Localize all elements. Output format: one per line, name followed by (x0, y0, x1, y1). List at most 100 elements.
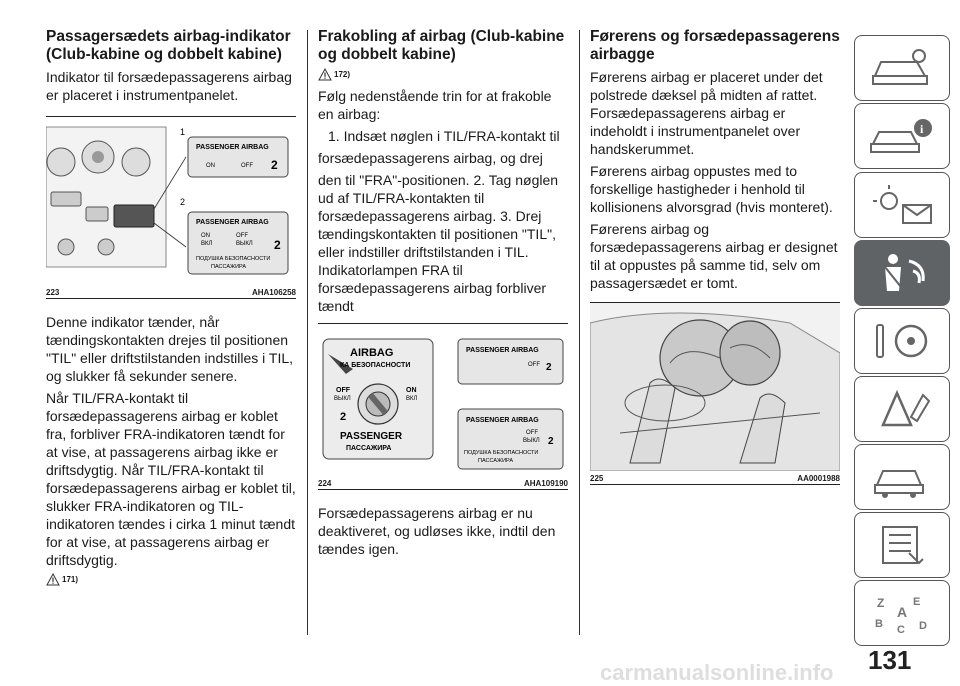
section-heading: Frakobling af airbag (Club-kabine og dob… (318, 28, 565, 63)
tab-car-dashboard[interactable] (854, 35, 950, 101)
tab-car-service[interactable] (854, 444, 950, 510)
switch-on: ON (406, 387, 417, 394)
svg-text:Z: Z (877, 596, 884, 610)
warning-triangle-icon (881, 389, 931, 427)
figure-caption: 223 AHA106258 (46, 285, 296, 298)
body-paragraph-1: Førerens airbag er placeret under det po… (590, 69, 823, 157)
column-separator-2 (579, 30, 580, 635)
car-info-icon: i (870, 119, 932, 153)
warning-triangle-icon (46, 573, 60, 586)
switch-off-ru: ВЫКЛ (334, 396, 351, 402)
body-paragraph-2: Førerens airbag oppustes med to forskell… (590, 163, 833, 215)
figure-illustration: AIRBAG КА БЕЗОПАСНОСТИ OFF ВЫКЛ ON ВКЛ 2… (318, 324, 568, 476)
figure-223: PASSENGER AIRBAG ON OFF 2 PASSENGER AIRB… (46, 116, 296, 299)
switch-off: OFF (336, 387, 351, 394)
alphabet-index-icon: Z E A B C D (875, 596, 927, 635)
panel2-title: PASSENGER AIRBAG (196, 219, 269, 226)
page-number: 131 (868, 645, 912, 675)
figure-number: 224 (318, 479, 332, 488)
svg-text:i: i (920, 122, 924, 136)
column-1: Passagersædets airbag-indikator (Club-ka… (46, 28, 296, 592)
figure-caption: 225 AA0001988 (590, 471, 840, 484)
warning-ref-number: 172) (334, 70, 351, 79)
panel1-digit: 2 (271, 158, 278, 172)
panel2-off-ru: ВЫКЛ (236, 241, 253, 247)
panel2-title: PASSENGER AIRBAG (466, 417, 539, 424)
svg-text:B: B (875, 618, 883, 630)
airbag-deployment-illustration (590, 303, 840, 471)
steering-tools-icon (876, 324, 928, 358)
panel1-off: OFF (528, 362, 540, 368)
figure-224: AIRBAG КА БЕЗОПАСНОСТИ OFF ВЫКЛ ON ВКЛ 2… (318, 323, 568, 490)
panel2-ru1: ПОДУШКА БЕЗОПАСНОСТИ (196, 256, 270, 262)
switch-ru: КА БЕЗОПАСНОСТИ (340, 362, 410, 369)
callout-2: 2 (180, 197, 185, 207)
body-paragraph-3: den til "FRA"-positionen. 2. Tag nøglen … (318, 172, 559, 314)
tab-lights-message[interactable] (854, 172, 950, 238)
panel2-on-ru: ВКЛ (201, 241, 212, 247)
step-1: 1. Indsæt nøglen i TIL/FRA-kontakt til (328, 128, 560, 144)
car-service-icon (874, 470, 924, 498)
panel2-digit: 2 (274, 238, 281, 252)
tab-specs-list[interactable] (854, 512, 950, 578)
figure-number: 225 (590, 474, 604, 483)
body-paragraph-1: Denne indikator tænder, når tændingskont… (46, 314, 294, 384)
body-paragraph-2: forsædepassagerens airbag, og drej (318, 150, 543, 166)
switch-title: AIRBAG (350, 347, 393, 359)
callout-1: 1 (180, 127, 185, 137)
warning-ref-number: 171) (62, 575, 79, 584)
svg-text:E: E (913, 596, 920, 608)
figure-caption: 224 AHA109190 (318, 476, 568, 489)
body-paragraph-2: Når TIL/FRA-kontakt til forsædepassagere… (46, 390, 296, 568)
switch-on-ru: ВКЛ (406, 396, 417, 402)
figure-code: AHA106258 (251, 288, 296, 297)
tab-seatbelt-airbag[interactable] (854, 240, 950, 306)
figure-code: AHA109190 (523, 479, 568, 488)
panel2-off: OFF (236, 233, 248, 239)
panel1-digit: 2 (546, 362, 552, 373)
panel1-title: PASSENGER AIRBAG (196, 144, 269, 151)
svg-text:A: A (897, 604, 907, 620)
switch-digit: 2 (340, 411, 346, 423)
svg-text:D: D (919, 620, 927, 632)
svg-text:C: C (897, 624, 905, 635)
panel2-off-ru: ВЫКЛ (523, 438, 540, 444)
section-heading: Førerens og forsædepassagerens airbagge (590, 28, 840, 63)
body-paragraph-4: Forsædepassagerens airbag er nu deaktive… (318, 505, 556, 557)
switch-passenger: PASSENGER (340, 431, 403, 442)
seatbelt-airbag-icon (884, 254, 925, 291)
warning-triangle-icon (318, 68, 332, 81)
column-separator-1 (307, 30, 308, 635)
lights-message-icon (873, 185, 932, 224)
specs-list-icon (882, 526, 924, 565)
body-paragraph-3: Førerens airbag og forsædepassagerens ai… (590, 221, 838, 291)
car-dashboard-icon (872, 49, 928, 85)
switch-passenger-ru: ПАССАЖИРА (346, 445, 391, 452)
tab-steering-tools[interactable] (854, 308, 950, 374)
figure-illustration: PASSENGER AIRBAG ON OFF 2 PASSENGER AIRB… (46, 117, 296, 285)
tab-car-info[interactable]: i (854, 103, 950, 169)
watermark: carmanualsonline.info (600, 660, 834, 685)
column-3: Førerens og forsædepassagerens airbagge … (590, 28, 840, 485)
panel2-ru2: ПАССАЖИРА (211, 264, 246, 270)
section-heading: Passagersædets airbag-indikator (Club-ka… (46, 28, 291, 63)
panel1-off: OFF (241, 163, 253, 169)
tab-warning-triangle[interactable] (854, 376, 950, 442)
panel2-off: OFF (526, 430, 538, 436)
intro-text: Indikator til forsædepassagerens airbag … (46, 69, 292, 103)
figure-illustration (590, 303, 840, 471)
body-paragraph-1: Følg nedenstående trin for at frakoble e… (318, 88, 552, 122)
figure-number: 223 (46, 288, 60, 297)
warning-reference: 171) (46, 573, 296, 586)
panel2-ru1: ПОДУШКА БЕЗОПАСНОСТИ (464, 450, 538, 456)
column-2: Frakobling af airbag (Club-kabine og dob… (318, 28, 568, 562)
airbag-switch-illustration: AIRBAG КА БЕЗОПАСНОСТИ OFF ВЫКЛ ON ВКЛ 2… (322, 338, 564, 470)
figure-code: AA0001988 (797, 474, 840, 483)
warning-reference: 172) (318, 68, 568, 81)
panel2-on: ON (201, 233, 210, 239)
panel1-title: PASSENGER AIRBAG (466, 347, 539, 354)
dashboard-illustration: PASSENGER AIRBAG ON OFF 2 PASSENGER AIRB… (46, 126, 289, 275)
panel1-on: ON (206, 163, 215, 169)
panel2-ru2: ПАССАЖИРА (478, 458, 513, 464)
tab-alphabet-index[interactable]: Z E A B C D (854, 580, 950, 646)
